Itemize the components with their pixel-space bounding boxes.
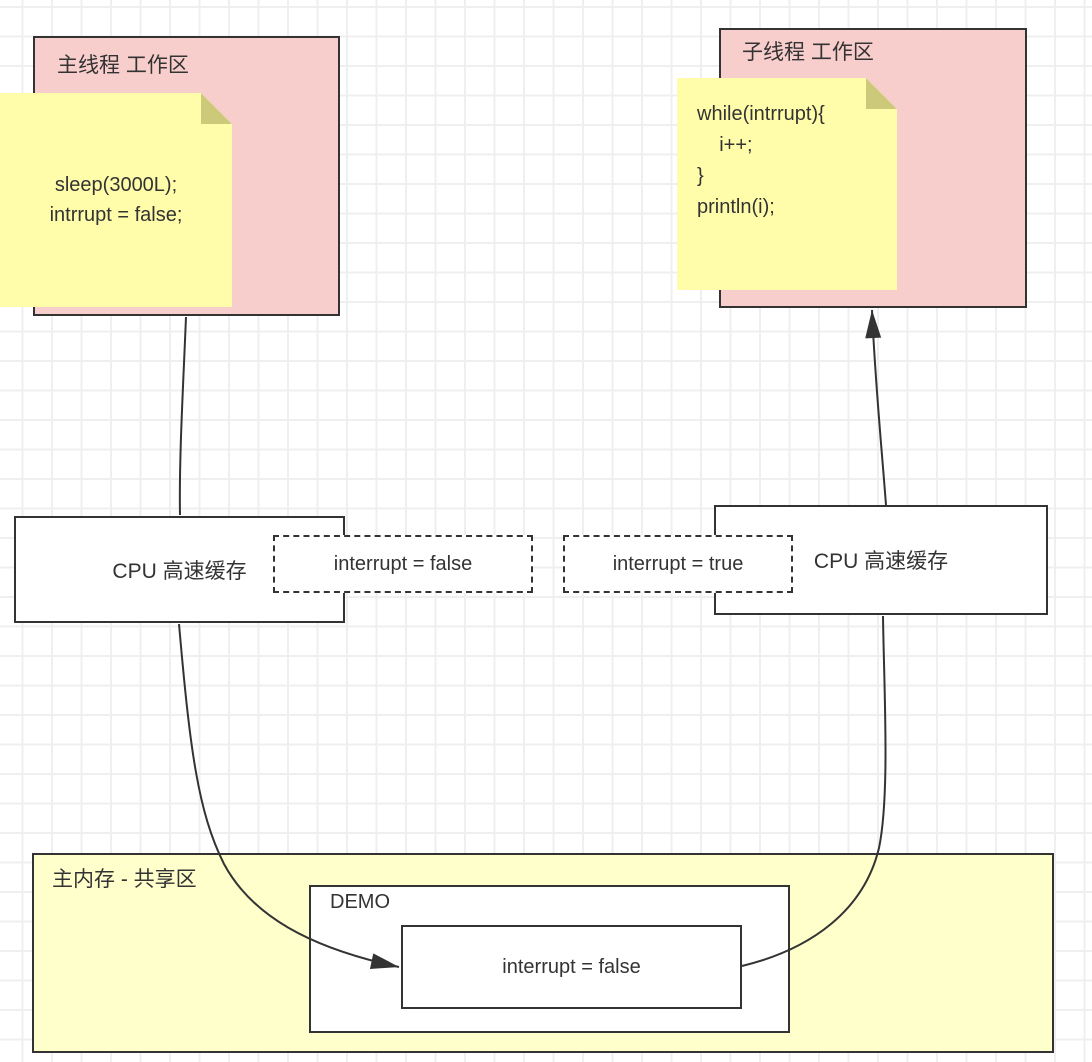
cached-value-label: interrupt = false bbox=[333, 552, 473, 575]
code-line: println(i); bbox=[697, 196, 775, 218]
main-memory-value-box: interrupt = false bbox=[401, 925, 742, 1009]
code-line: while(intrrupt){ bbox=[697, 103, 825, 125]
cached-value-label: interrupt = true bbox=[612, 552, 744, 575]
cpu-cache-right-label: CPU 高速缓存 bbox=[813, 550, 949, 573]
main-memory-title: 主内存 - 共享区 bbox=[52, 868, 197, 891]
code-line: i++; bbox=[697, 134, 753, 156]
main-thread-workspace-title: 主线程 工作区 bbox=[57, 54, 189, 77]
code-line: intrrupt = false; bbox=[49, 204, 183, 226]
demo-title: DEMO bbox=[330, 891, 390, 913]
cached-value-interrupt-true: interrupt = true bbox=[563, 535, 793, 593]
cpu-cache-left-label: CPU 高速缓存 bbox=[112, 559, 247, 583]
child-thread-code-note: while(intrrupt){ i++; } println(i); bbox=[677, 78, 897, 290]
code-line: sleep(3000L); bbox=[54, 174, 178, 196]
edge-main-thread-to-left-cache bbox=[178, 316, 187, 516]
main-memory-value-label: interrupt = false bbox=[502, 955, 641, 978]
code-line: } bbox=[697, 165, 704, 187]
child-thread-workspace-title: 子线程 工作区 bbox=[742, 41, 874, 64]
edge-right-cache-to-child-thread bbox=[865, 309, 887, 506]
cached-value-interrupt-false: interrupt = false bbox=[273, 535, 533, 593]
main-thread-code-note: sleep(3000L); intrrupt = false; bbox=[0, 93, 232, 307]
cpu-cache-left-box: CPU 高速缓存 bbox=[14, 516, 345, 623]
